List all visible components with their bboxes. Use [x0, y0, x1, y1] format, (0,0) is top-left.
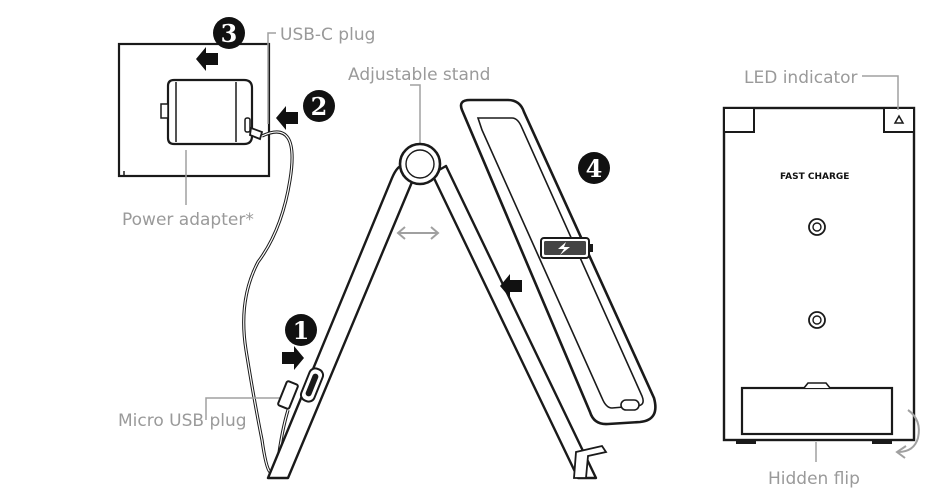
- label-led-indicator: LED indicator: [744, 68, 858, 88]
- adjustable-stand-side-view: [266, 142, 608, 480]
- step-badge-2: 2: [303, 90, 335, 122]
- label-hidden-flip: Hidden flip: [768, 469, 860, 488]
- led-indicator-icon: [893, 114, 905, 124]
- rotate-arrow-icon: [897, 409, 920, 453]
- push-arrow-left-icon: [500, 274, 522, 298]
- stand-back-leg: [430, 164, 598, 480]
- label-micro-usb-plug: Micro USB plug: [118, 411, 247, 431]
- charger-front-view: [722, 106, 920, 459]
- micro-usb-plug: [277, 380, 299, 410]
- step-badge-1: 1: [285, 314, 317, 346]
- step-number: 1: [293, 316, 310, 345]
- micro-usb-port: [299, 367, 325, 403]
- usb-c-plug: [249, 126, 264, 141]
- coil-marker-icon: [808, 311, 826, 329]
- label-adjustable-stand: Adjustable stand: [348, 65, 490, 85]
- step-number: 2: [311, 92, 328, 121]
- leader-lines-left: [185, 32, 421, 420]
- push-arrow-left-icon: [276, 106, 298, 130]
- push-arrow-left-icon: [196, 47, 218, 71]
- smartphone: [459, 98, 657, 426]
- leader-lines-right: [815, 75, 899, 462]
- coil-marker-icon: [808, 218, 826, 236]
- push-arrow-right-icon: [282, 346, 304, 370]
- phone-home-button: [620, 399, 640, 411]
- label-usb-c-plug: USB-C plug: [280, 25, 375, 45]
- label-power-adapter: Power adapter*: [122, 210, 254, 230]
- phone-screen: [476, 117, 644, 409]
- step-badge-4: 4: [578, 152, 610, 184]
- hidden-flip-ledge: [740, 386, 894, 436]
- battery-charging-icon: [540, 237, 593, 259]
- step-number: 3: [221, 19, 238, 48]
- fast-charge-print: FAST CHARGE: [780, 172, 849, 182]
- step-badge-3: 3: [213, 17, 245, 49]
- adjust-double-arrow-icon: [396, 226, 440, 240]
- step-number: 4: [586, 154, 603, 183]
- power-adapter: [160, 78, 254, 146]
- wall-socket-assembly: [117, 42, 298, 474]
